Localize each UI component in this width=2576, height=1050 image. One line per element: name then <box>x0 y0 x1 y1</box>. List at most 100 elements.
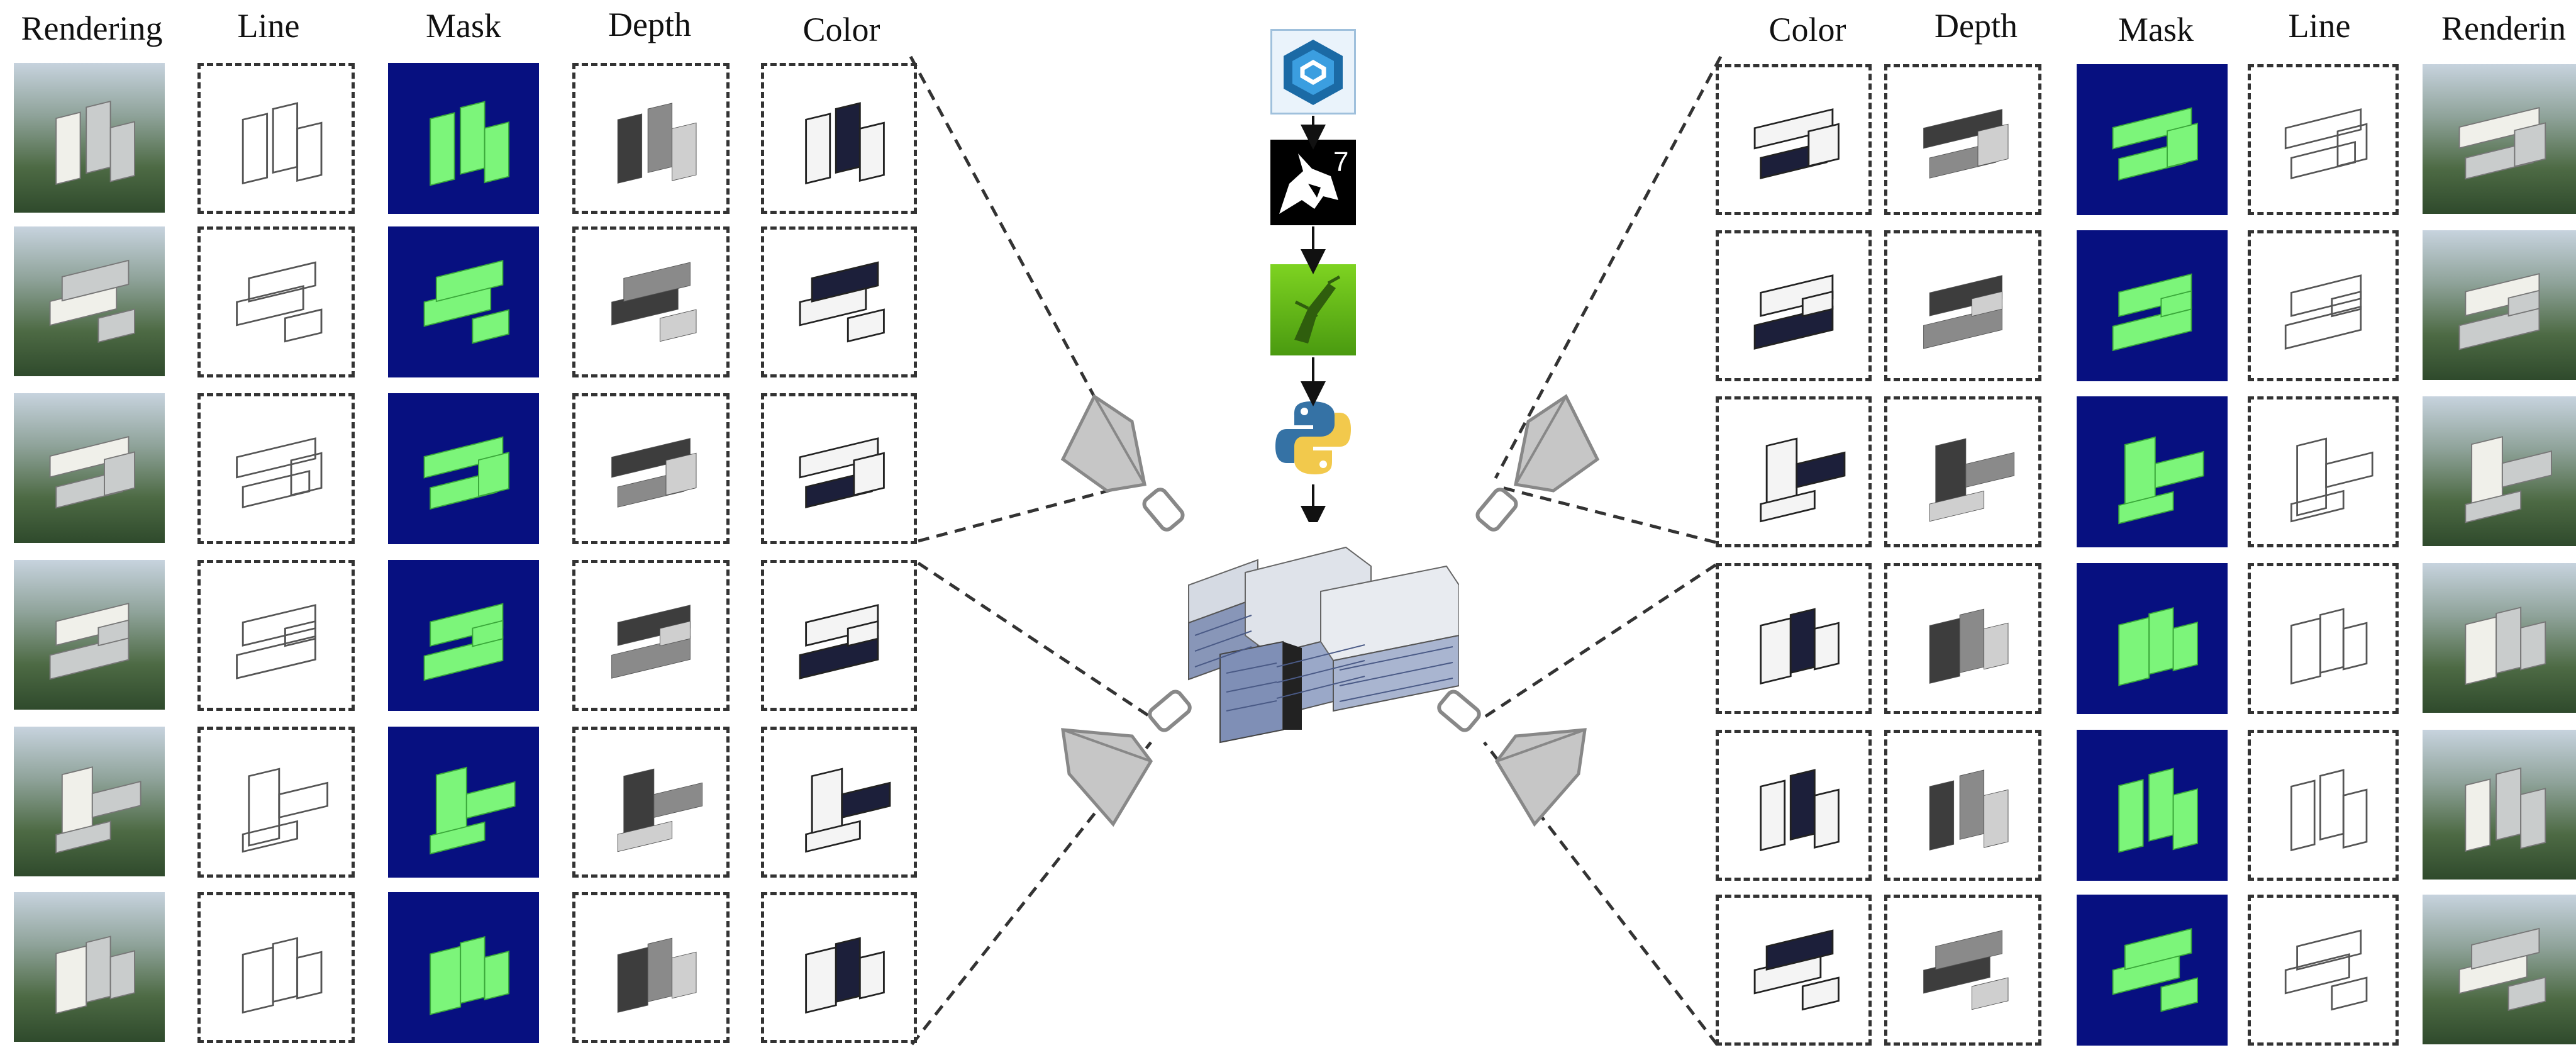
right-color-view-2 <box>1716 230 1872 381</box>
camera-icon-top-left <box>1060 394 1185 532</box>
color-building-graphic <box>799 604 879 679</box>
left-mask-view-3 <box>388 393 539 544</box>
color-building-graphic <box>799 261 885 343</box>
rendering-building-graphic <box>49 602 130 680</box>
depth-building-graphic <box>1923 930 2009 1010</box>
left-header-line: Line <box>237 7 300 45</box>
color-building-graphic <box>805 768 891 853</box>
right-depth-view-5 <box>1884 730 2041 881</box>
right-depth-view-6 <box>1884 895 2041 1046</box>
right-rendering-view-4 <box>2423 563 2576 713</box>
left-color-view-1 <box>761 63 917 214</box>
right-color-view-5 <box>1716 730 1872 881</box>
left-color-view-5 <box>761 727 917 878</box>
color-building-graphic <box>1760 608 1840 685</box>
right-rendering-view-6 <box>2423 895 2576 1044</box>
right-header-depth: Depth <box>1935 7 2018 45</box>
right-mask-view-1 <box>2077 64 2228 215</box>
mask-building-graphic <box>2118 768 2198 853</box>
right-line-view-6 <box>2248 895 2399 1046</box>
mask-building-graphic <box>423 603 504 681</box>
right-depth-view-2 <box>1884 230 2041 381</box>
color-building-graphic <box>1753 108 1840 179</box>
right-color-view-6 <box>1716 895 1872 1046</box>
rendering-building-graphic <box>2465 606 2546 686</box>
left-rendering-view-2 <box>14 226 165 376</box>
line-building-graphic <box>242 102 323 185</box>
mask-building-graphic <box>423 436 509 510</box>
depth-building-graphic <box>611 438 697 508</box>
right-mask-view-4 <box>2077 563 2228 714</box>
right-color-view-1 <box>1716 64 1872 215</box>
left-color-view-6 <box>761 892 917 1043</box>
left-header-rendering: Rendering <box>21 9 163 47</box>
depth-building-graphic <box>617 768 703 852</box>
line-building-graphic <box>2290 608 2368 685</box>
right-mask-view-3 <box>2077 396 2228 547</box>
camera-icon-top-right <box>1475 394 1600 532</box>
right-depth-view-1 <box>1884 64 2041 215</box>
rhino-version: 7 <box>1333 147 1348 177</box>
rendering-building-graphic <box>55 936 135 1015</box>
central-building-model <box>1188 546 1459 744</box>
rendering-building-graphic <box>2458 272 2540 350</box>
depth-building-graphic <box>1929 769 2009 851</box>
depth-building-graphic <box>617 103 697 184</box>
right-line-view-3 <box>2248 396 2399 547</box>
left-line-view-3 <box>197 393 355 544</box>
mask-building-graphic <box>2118 606 2198 686</box>
left-depth-view-3 <box>572 393 730 544</box>
rendering-building-graphic <box>2458 106 2546 180</box>
left-rendering-view-1 <box>14 63 165 213</box>
left-mask-view-5 <box>388 727 539 878</box>
mask-building-graphic <box>2112 107 2198 181</box>
right-header-color: Color <box>1768 11 1846 48</box>
left-mask-view-1 <box>388 63 539 214</box>
left-color-view-4 <box>761 560 917 711</box>
left-line-view-6 <box>197 892 355 1043</box>
python-icon <box>1272 396 1355 479</box>
line-building-graphic <box>2284 274 2362 350</box>
right-rendering-view-1 <box>2423 64 2576 214</box>
left-header-mask: Mask <box>426 7 501 45</box>
left-mask-view-6 <box>388 892 539 1043</box>
left-rendering-view-5 <box>14 727 165 876</box>
color-building-graphic <box>805 937 885 1014</box>
right-line-view-1 <box>2248 64 2399 215</box>
rendering-building-graphic <box>2465 767 2546 852</box>
left-line-view-2 <box>197 226 355 377</box>
right-mask-view-6 <box>2077 895 2228 1046</box>
projection-line-3 <box>917 561 1152 719</box>
line-building-graphic <box>2290 769 2368 852</box>
right-header-line: Line <box>2288 7 2351 45</box>
left-rendering-view-6 <box>14 892 165 1042</box>
line-building-graphic <box>236 261 323 343</box>
depth-building-graphic <box>1923 109 2009 179</box>
right-rendering-view-3 <box>2423 396 2576 546</box>
rendering-building-graphic <box>49 435 135 509</box>
color-building-graphic <box>799 437 885 508</box>
line-building-graphic <box>2284 929 2368 1011</box>
left-color-view-2 <box>761 226 917 377</box>
depth-building-graphic <box>611 262 697 342</box>
left-line-view-1 <box>197 63 355 214</box>
left-depth-view-5 <box>572 727 730 878</box>
left-header-depth: Depth <box>608 6 691 43</box>
right-color-view-4 <box>1716 563 1872 714</box>
line-building-graphic <box>236 604 316 679</box>
mask-building-graphic <box>430 101 509 186</box>
mask-building-graphic <box>430 766 516 855</box>
right-mask-view-5 <box>2077 730 2228 881</box>
projection-line-7 <box>1483 563 1717 719</box>
rendering-building-graphic <box>2465 436 2552 523</box>
rendering-building-graphic <box>49 259 135 343</box>
mask-building-graphic <box>430 936 509 1015</box>
right-color-view-3 <box>1716 396 1872 547</box>
rendering-building-graphic <box>55 766 142 854</box>
depth-building-graphic <box>1929 438 2015 522</box>
line-building-graphic <box>242 768 329 853</box>
depth-building-graphic <box>1929 608 2009 684</box>
right-line-view-4 <box>2248 563 2399 714</box>
mask-building-graphic <box>2112 928 2198 1012</box>
line-building-graphic <box>236 437 323 508</box>
